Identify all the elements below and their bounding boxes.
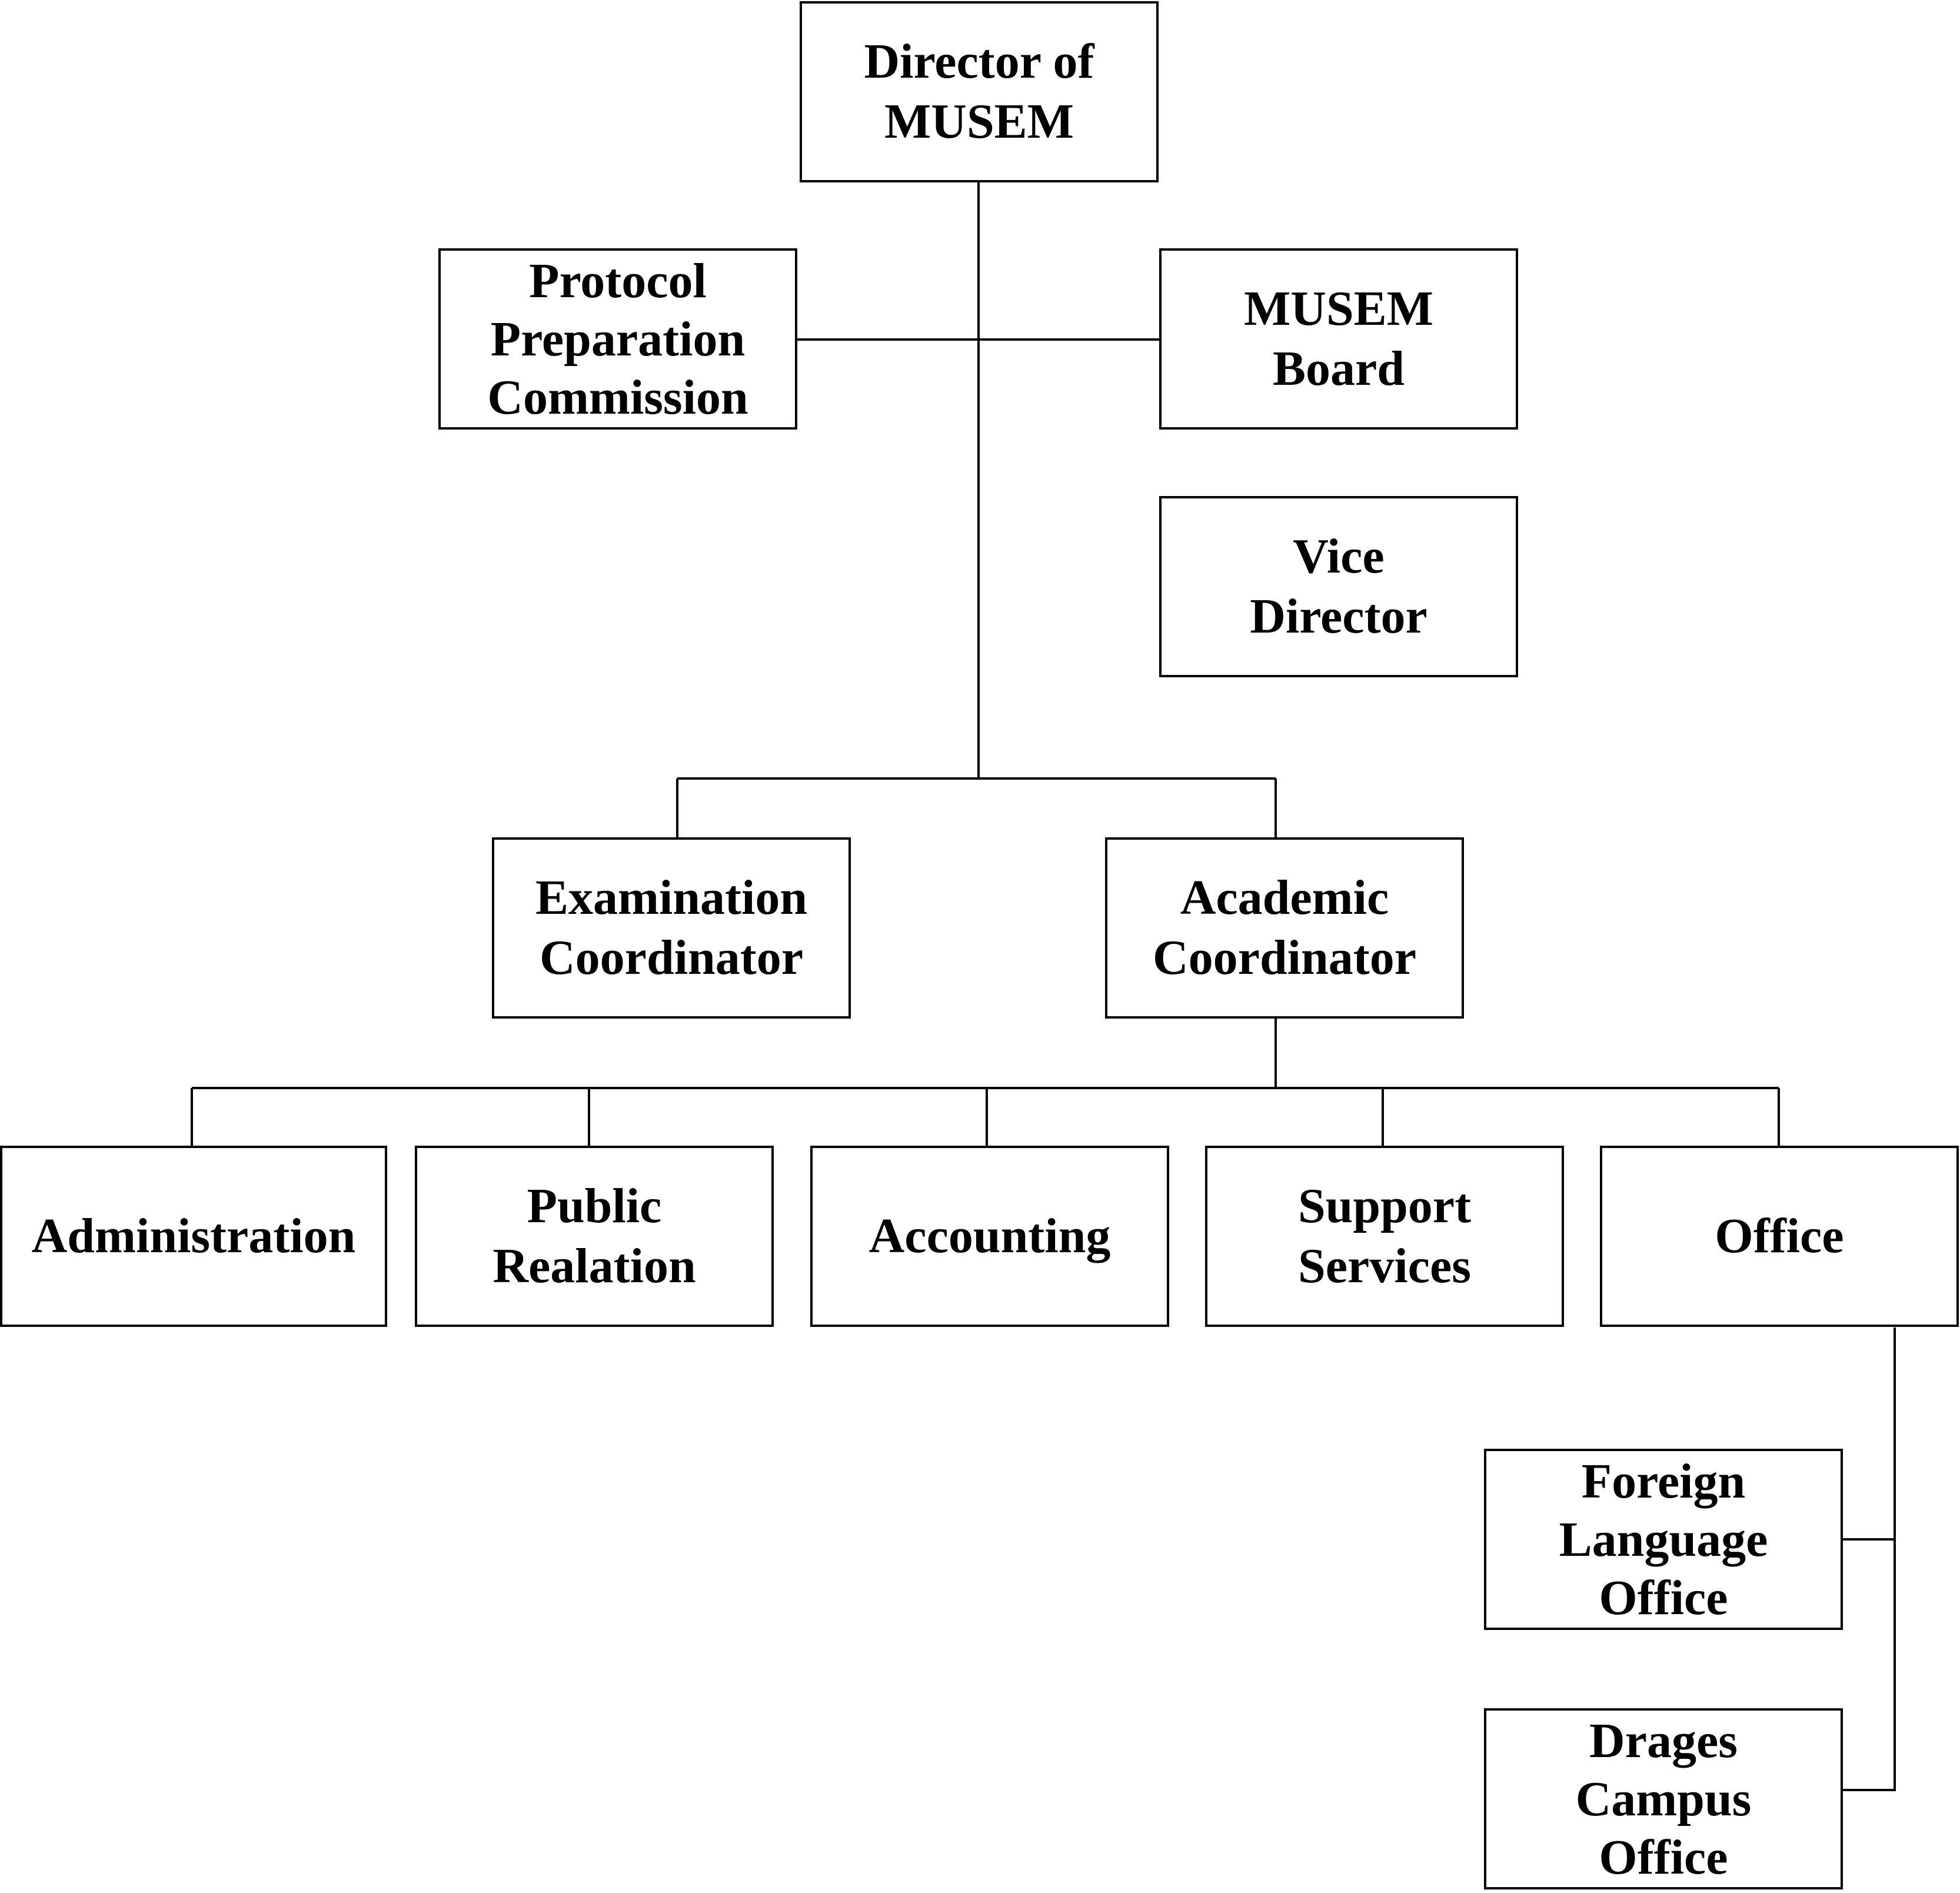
node-label-line: MUSEM	[884, 94, 1074, 149]
administration-box: Administration	[0, 1146, 387, 1327]
node-label-line: Office	[1715, 1209, 1844, 1263]
node-label-line: Office	[1599, 1829, 1728, 1885]
drages-campus-office-box: Drages Campus Office	[1484, 1708, 1843, 1889]
node-label-line: Accounting	[868, 1209, 1111, 1263]
node-label-line: Vice	[1293, 529, 1385, 584]
node-label-line: Commission	[487, 370, 748, 425]
protocol-preparation-commission-box: Protocol Preparation Commission	[438, 248, 797, 430]
node-label-line: Academic	[1180, 870, 1389, 925]
node-label-line: Coordinator	[1153, 930, 1416, 985]
public-relation-box: Public Realation	[415, 1146, 774, 1327]
node-label-line: Support	[1297, 1179, 1472, 1233]
examination-coordinator-box: Examination Coordinator	[492, 837, 851, 1019]
director-box: Director of MUSEM	[800, 1, 1159, 182]
node-label-line: Preparation	[490, 311, 746, 367]
academic-coordinator-box: Academic Coordinator	[1105, 837, 1464, 1019]
foreign-language-office-box: Foreign Language Office	[1484, 1449, 1843, 1630]
node-label-line: Office	[1599, 1570, 1728, 1625]
node-label-line: Examination	[535, 870, 808, 925]
vice-director-box: Vice Director	[1159, 496, 1518, 677]
office-box: Office	[1600, 1146, 1959, 1327]
musem-board-box: MUSEM Board	[1159, 248, 1518, 430]
node-label-line: Coordinator	[540, 930, 803, 985]
node-label-line: Realation	[493, 1239, 696, 1293]
node-label-line: Protocol	[529, 253, 707, 308]
node-label-line: MUSEM	[1244, 281, 1433, 336]
node-label-line: Administration	[31, 1209, 356, 1263]
node-label-line: Director of	[864, 34, 1094, 89]
node-label-line: Foreign	[1581, 1453, 1746, 1509]
node-label-line: Services	[1298, 1239, 1471, 1293]
accounting-box: Accounting	[810, 1146, 1169, 1327]
support-services-box: Support Services	[1205, 1146, 1564, 1327]
node-label-line: Campus	[1575, 1771, 1752, 1827]
node-label-line: Language	[1559, 1512, 1768, 1567]
node-label-line: Director	[1250, 589, 1427, 644]
node-label-line: Drages	[1589, 1713, 1738, 1768]
node-label-line: Board	[1272, 341, 1405, 396]
node-label-line: Public	[527, 1179, 662, 1233]
